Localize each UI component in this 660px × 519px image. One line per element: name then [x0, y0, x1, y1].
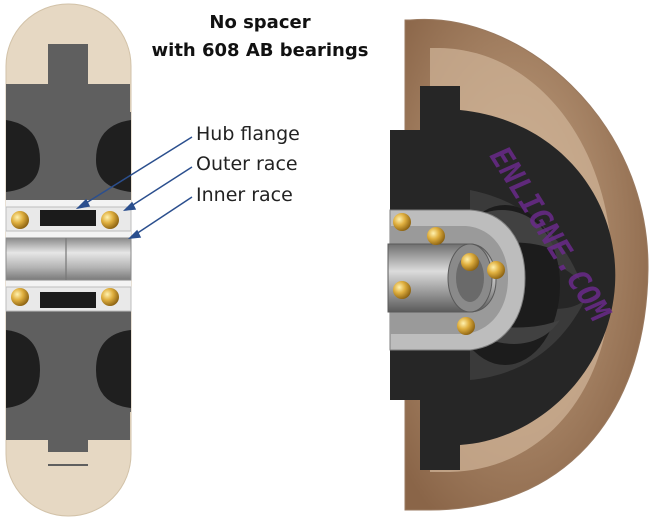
- leader-lines: [75, 136, 193, 239]
- leader-hub-flange: [77, 136, 193, 209]
- label-hub-flange: Hub flange: [196, 123, 300, 145]
- race-gap-bottom: [40, 292, 96, 308]
- ball-bottom-right: [101, 288, 119, 306]
- ball-top-left: [11, 211, 29, 229]
- title-line-2: with 608 AB bearings: [151, 40, 369, 61]
- axle-section: [5, 237, 132, 281]
- hub-cavity-top-right: [96, 120, 131, 192]
- hub-cavity-bottom-right: [96, 330, 131, 408]
- label-outer-race: Outer race: [196, 153, 298, 175]
- ball-3d-3: [461, 253, 479, 271]
- hub-lower-flange: [6, 412, 130, 466]
- title-line-1: No spacer: [209, 12, 311, 33]
- ball-3d-5: [393, 281, 411, 299]
- hub-cavity-bottom-left: [6, 330, 40, 408]
- hub-cavity-top-left: [6, 120, 40, 192]
- leader-inner-race: [129, 196, 193, 239]
- ball-3d-2: [427, 227, 445, 245]
- cross-section-view: [5, 3, 132, 517]
- race-gap-top: [40, 210, 96, 226]
- ball-bottom-left: [11, 288, 29, 306]
- leader-outer-race: [124, 166, 193, 211]
- ball-3d-6: [457, 317, 475, 335]
- cutaway-3d-view: ENLIGNE.COM: [387, 18, 649, 511]
- ball-3d-1: [393, 213, 411, 231]
- ball-3d-4: [487, 261, 505, 279]
- label-inner-race: Inner race: [196, 184, 293, 206]
- ball-top-right: [101, 211, 119, 229]
